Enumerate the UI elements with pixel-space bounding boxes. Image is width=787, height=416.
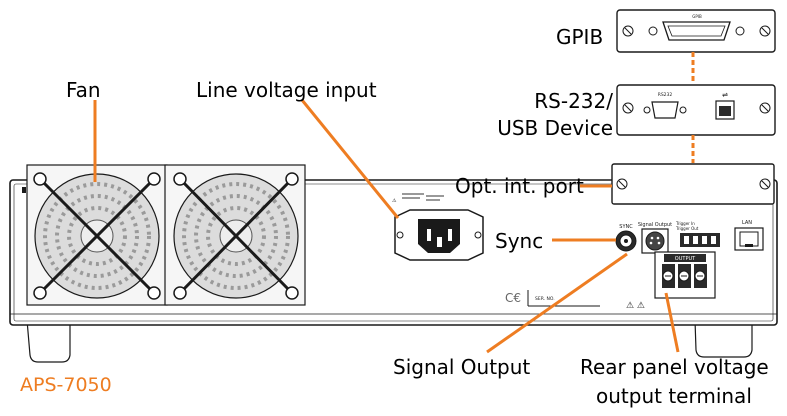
gpib-label: GPIB — [556, 25, 603, 49]
svg-text:C€: C€ — [505, 291, 521, 305]
svg-text:⚠: ⚠ — [392, 198, 397, 204]
rs232-label-line2: USB Device — [497, 116, 613, 140]
rs232-usb-card: RS232 ⇌ — [616, 84, 776, 136]
line-voltage-input-label: Line voltage input — [196, 78, 377, 102]
trigger-out-label: Trigger Out — [675, 226, 699, 231]
signal-output-connector: Signal Output — [638, 222, 672, 254]
usb-symbol-icon: ⇌ — [722, 91, 728, 99]
serial-label-area: C€ SER. NO. — [505, 290, 600, 307]
opt-int-port-cover — [611, 163, 775, 205]
callout-lines — [93, 52, 695, 354]
gpib-card: GPIB — [616, 9, 776, 53]
svg-text:⚠ ⚠: ⚠ ⚠ — [626, 301, 645, 311]
trigger-in-label: Trigger In — [675, 221, 695, 226]
signal-output-label: Signal Output — [393, 355, 530, 379]
fan-label: Fan — [66, 78, 101, 102]
line-voltage-inlet: ⚠ — [392, 193, 484, 261]
fan-right — [164, 164, 306, 306]
trigger-terminal-block: Trigger In Trigger Out — [675, 221, 720, 247]
lan-jack-label: LAN — [742, 220, 752, 226]
model-label: APS-7050 — [20, 374, 112, 396]
sync-bnc-connector: SYNC — [615, 224, 637, 252]
sync-jack-label: SYNC — [619, 224, 633, 230]
output-block-label: OUTPUT — [675, 256, 696, 262]
sync-label: Sync — [495, 229, 543, 253]
rs232-label-line1: RS-232/ — [534, 89, 613, 113]
ser-no-label: SER. NO. — [535, 296, 555, 302]
lan-port: LAN — [734, 220, 764, 251]
signal-output-jack-label: Signal Output — [638, 222, 672, 228]
rs232-card-label: RS232 — [658, 92, 673, 98]
gpib-card-label: GPIB — [692, 14, 702, 19]
rear-output-terminal: OUTPUT ⚠ ⚠ — [626, 251, 716, 311]
feet — [26, 319, 753, 363]
rear-terminal-label-line2: output terminal — [596, 384, 752, 408]
rear-terminal-label-line1: Rear panel voltage — [580, 355, 769, 379]
opt-int-port-label: Opt. int. port — [455, 174, 584, 198]
fan-left — [26, 164, 168, 306]
